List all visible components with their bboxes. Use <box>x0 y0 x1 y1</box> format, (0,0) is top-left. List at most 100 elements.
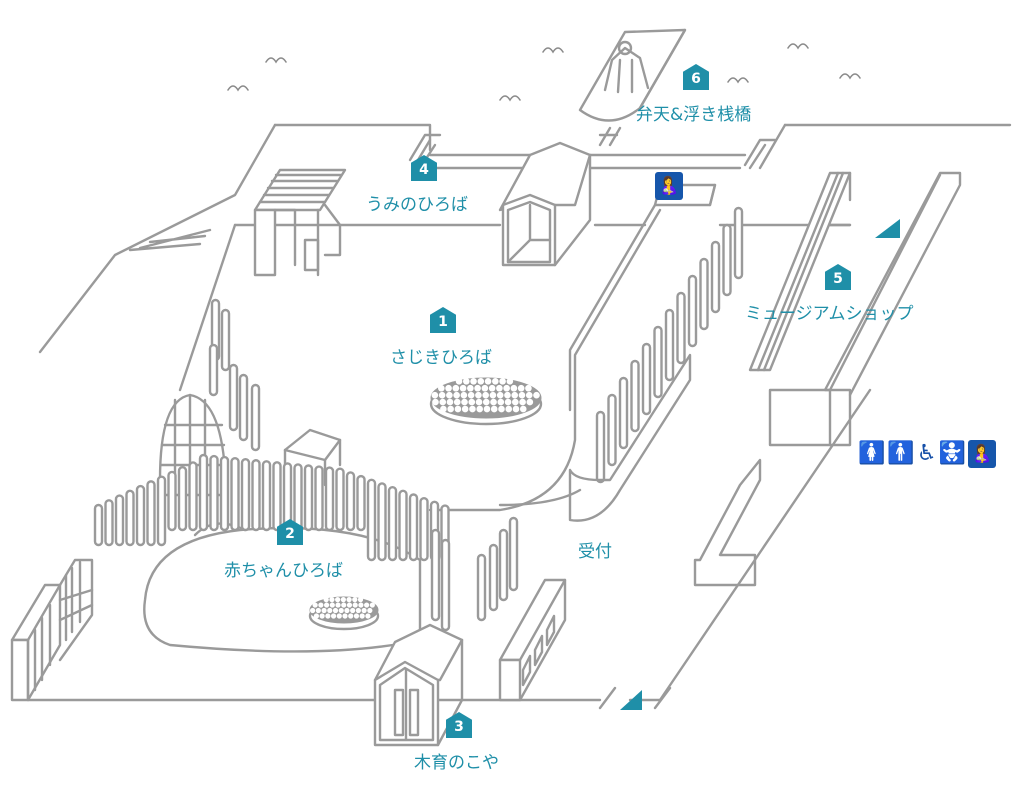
label-akachan-hiroba[interactable]: 赤ちゃんひろば <box>224 561 343 581</box>
fence-post <box>733 206 744 280</box>
ball <box>346 597 352 603</box>
fence-post <box>303 464 314 532</box>
ball <box>453 391 460 399</box>
ball <box>492 378 499 385</box>
ball <box>490 398 497 406</box>
ball <box>452 384 460 392</box>
fence-post <box>208 343 219 397</box>
marker-benten-pier[interactable]: 6 <box>683 64 709 90</box>
ball <box>445 384 452 392</box>
nursing-room-icon: 🤱 <box>967 440 996 468</box>
fence-post <box>699 257 709 331</box>
ball <box>468 398 476 406</box>
fence-post <box>93 503 104 547</box>
ball <box>489 391 497 399</box>
fence-post <box>114 494 125 547</box>
fence-post <box>314 465 324 532</box>
pin-6: 6 <box>683 64 709 90</box>
fence-post <box>440 538 451 632</box>
ball <box>499 378 506 385</box>
ball <box>439 398 447 406</box>
pin-5: 5 <box>825 264 851 290</box>
right-fence <box>595 206 744 484</box>
ball <box>469 405 476 413</box>
fence-post <box>419 496 429 562</box>
ball <box>446 398 454 406</box>
pin-1: 1 <box>430 307 456 333</box>
marker-sajiki-hiroba[interactable]: 1 <box>430 307 456 333</box>
ball <box>518 391 526 399</box>
fence-post <box>595 410 606 484</box>
fence-post <box>167 470 177 532</box>
ball <box>369 602 375 608</box>
ball <box>455 378 463 385</box>
left-lockers <box>10 558 672 710</box>
fence-post <box>398 489 408 562</box>
fence-post <box>687 274 698 348</box>
marker-umi-hiroba[interactable]: 4 <box>411 155 437 181</box>
ball <box>330 613 337 619</box>
fence-post <box>676 291 686 365</box>
ball <box>321 607 327 614</box>
label-benten-pier[interactable]: 弁天&浮き桟橋 <box>636 105 752 125</box>
reception-counter <box>568 353 692 522</box>
wood-hut <box>373 623 464 747</box>
marker-museum-shop[interactable]: 5 <box>825 264 851 290</box>
sea-waves <box>227 43 861 102</box>
fence-post <box>345 471 356 532</box>
ball <box>340 597 346 603</box>
ball <box>517 384 525 392</box>
entrance-south-arrow <box>620 690 642 710</box>
label-sajiki-hiroba[interactable]: さじきひろば <box>390 348 492 368</box>
ball <box>355 607 361 614</box>
ball-pit-large <box>429 377 543 426</box>
museum-shop <box>658 171 962 702</box>
label-umi-hiroba[interactable]: うみのひろば <box>366 195 468 215</box>
ball <box>323 597 329 603</box>
fence-post <box>250 383 261 452</box>
fence-post <box>198 453 209 532</box>
ball <box>483 405 491 413</box>
ball <box>484 378 492 385</box>
label-reception[interactable]: 受付 <box>578 542 612 562</box>
fence-post <box>156 475 167 547</box>
fence-post <box>618 376 629 450</box>
ball <box>348 613 354 619</box>
fence-post <box>722 223 732 297</box>
womens-restroom-icon: 🚺 <box>858 441 886 466</box>
ball <box>335 597 341 603</box>
entrance-east-arrow <box>875 219 900 238</box>
nursing-room-icon[interactable]: 🤱 <box>655 172 683 200</box>
ball <box>497 398 505 406</box>
fence-post <box>240 458 251 532</box>
fence-post <box>498 528 509 602</box>
ball <box>315 607 321 614</box>
ball <box>511 391 519 399</box>
marker-mokuiku-koya[interactable]: 3 <box>446 712 472 738</box>
ball <box>335 602 341 608</box>
marker-akachan-hiroba[interactable]: 2 <box>277 519 303 545</box>
tunnel-house <box>498 141 592 267</box>
ball <box>332 607 339 614</box>
ball <box>503 384 510 392</box>
ball <box>512 398 519 406</box>
restroom-facilities[interactable]: 🚺 🚹 ♿ 🚼 🤱 <box>858 440 996 468</box>
ball <box>467 384 474 392</box>
fence-post <box>366 478 377 562</box>
ball <box>481 384 489 392</box>
ball <box>525 391 533 399</box>
fence-post <box>607 393 617 467</box>
ball <box>459 384 467 392</box>
ball <box>512 405 520 413</box>
fence-post <box>251 459 261 532</box>
ball <box>488 384 496 392</box>
left-posts <box>208 298 261 452</box>
ball <box>462 378 470 385</box>
fence-post <box>488 543 499 612</box>
baby-area-fence <box>93 453 450 562</box>
fence-post <box>630 359 640 433</box>
label-mokuiku-koya[interactable]: 木育のこや <box>414 753 499 773</box>
fence-post <box>387 485 398 562</box>
ball <box>346 602 353 608</box>
label-museum-shop[interactable]: ミュージアムショップ <box>745 304 914 324</box>
